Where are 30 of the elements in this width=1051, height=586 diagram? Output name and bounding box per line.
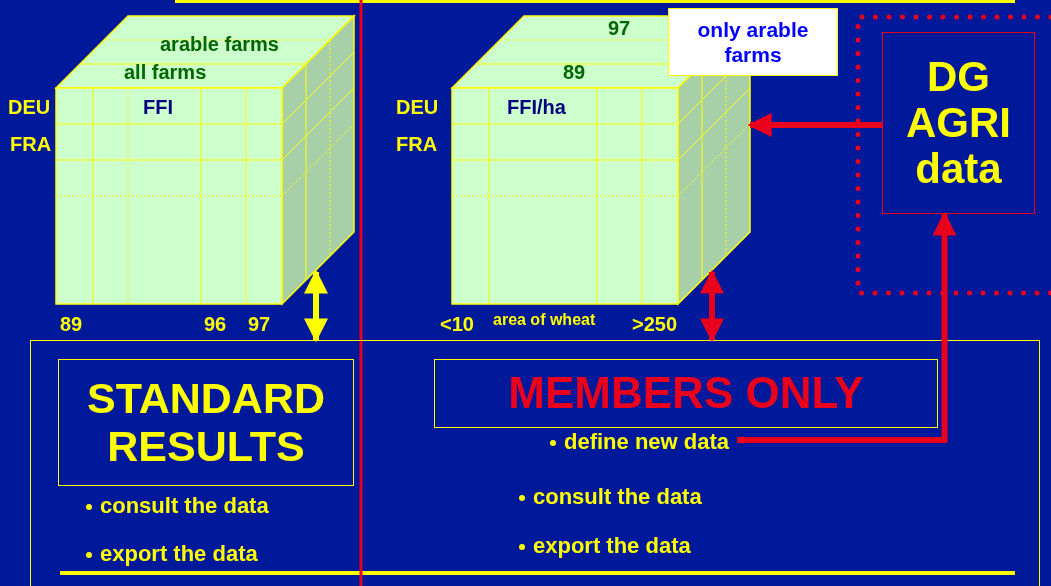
arrow <box>304 269 328 343</box>
arrow <box>737 211 957 443</box>
measure-label: FFI/ha <box>507 96 566 118</box>
layer-label: all farms <box>124 61 207 83</box>
axis-title: area of wheat <box>493 311 596 329</box>
axis-label: 89 <box>60 313 83 335</box>
section-heading-box: STANDARD RESULTS <box>58 359 354 486</box>
source-box: DG AGRI data <box>882 32 1035 214</box>
bullet-text: define new data <box>564 430 730 455</box>
bullet-text: export the data <box>100 542 258 567</box>
callout-box: only arable farms <box>668 8 838 76</box>
bullet-text: consult the data <box>533 485 702 510</box>
axis-label: <10 <box>440 313 474 335</box>
row-label: DEU <box>396 96 439 118</box>
bullet-text: export the data <box>533 534 691 559</box>
panel-frame <box>30 340 1040 586</box>
row-label: FRA <box>396 133 438 155</box>
axis-label: >250 <box>632 313 678 335</box>
axis-label: 96 <box>204 313 227 335</box>
section-heading-box: MEMBERS ONLY <box>434 359 938 428</box>
bullet-text: consult the data <box>100 494 269 519</box>
layer-label: 97 <box>608 17 631 39</box>
layer-label: arable farms <box>160 33 279 55</box>
measure-label: FFI <box>143 96 173 118</box>
layer-label: 89 <box>563 61 586 83</box>
axis-label: 97 <box>248 313 271 335</box>
arrow <box>700 269 724 343</box>
arrow <box>747 113 882 137</box>
row-label: DEU <box>8 96 51 118</box>
row-label: FRA <box>10 133 52 155</box>
